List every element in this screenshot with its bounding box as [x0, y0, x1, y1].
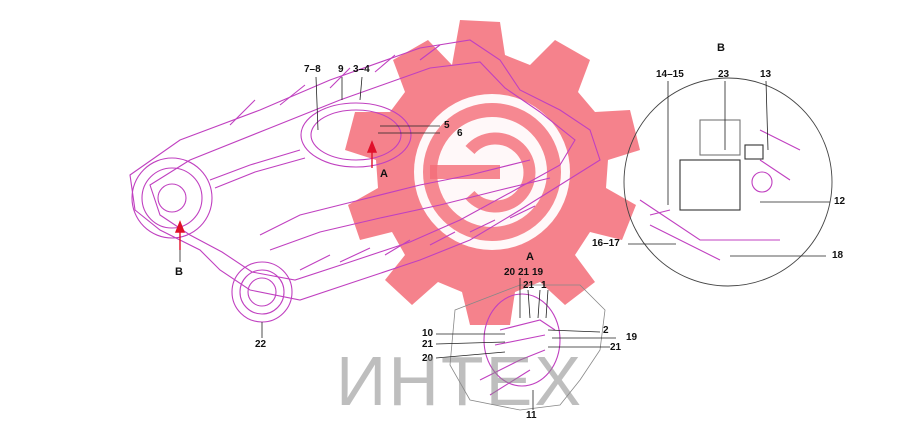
detail-view-b-drawing [623, 77, 833, 287]
label-22: 22 [255, 339, 267, 350]
label-20-top: 20 [504, 267, 516, 278]
watermark-text: ИНТЕХ [336, 342, 584, 420]
view-arrows [174, 140, 378, 250]
label-14-15: 14–15 [656, 69, 684, 80]
label-11: 11 [526, 410, 537, 421]
label-19-top: 19 [532, 267, 544, 278]
label-21-upper: 21 [523, 280, 535, 291]
label-19-right: 19 [626, 332, 638, 343]
detail-view-a-drawing [449, 284, 606, 411]
label-9: 9 [338, 64, 344, 75]
label-23: 23 [718, 69, 730, 80]
label-16-17: 16–17 [592, 238, 620, 249]
drive-wheel-left-drawing [131, 157, 213, 239]
view-a-title: A [526, 251, 534, 263]
label-18: 18 [832, 250, 844, 261]
label-21-top: 21 [518, 267, 530, 278]
label-21-left: 21 [422, 339, 434, 350]
view-b-title: B [717, 42, 725, 54]
view-a-arrow-label: A [380, 168, 388, 180]
label-2: 2 [603, 325, 609, 336]
label-21-right: 21 [610, 342, 622, 353]
label-1: 1 [541, 280, 547, 291]
label-13: 13 [760, 69, 772, 80]
label-20-left: 20 [422, 353, 434, 364]
crawler-track-drawing [129, 39, 601, 301]
label-10: 10 [422, 328, 434, 339]
label-7-8: 7–8 [304, 64, 321, 75]
label-5: 5 [444, 120, 450, 131]
label-6: 6 [457, 128, 463, 139]
label-12: 12 [834, 196, 846, 207]
watermark-gear-icon [345, 20, 640, 325]
view-b-arrow-label: B [175, 266, 183, 278]
label-3-4: 3–4 [353, 64, 370, 75]
